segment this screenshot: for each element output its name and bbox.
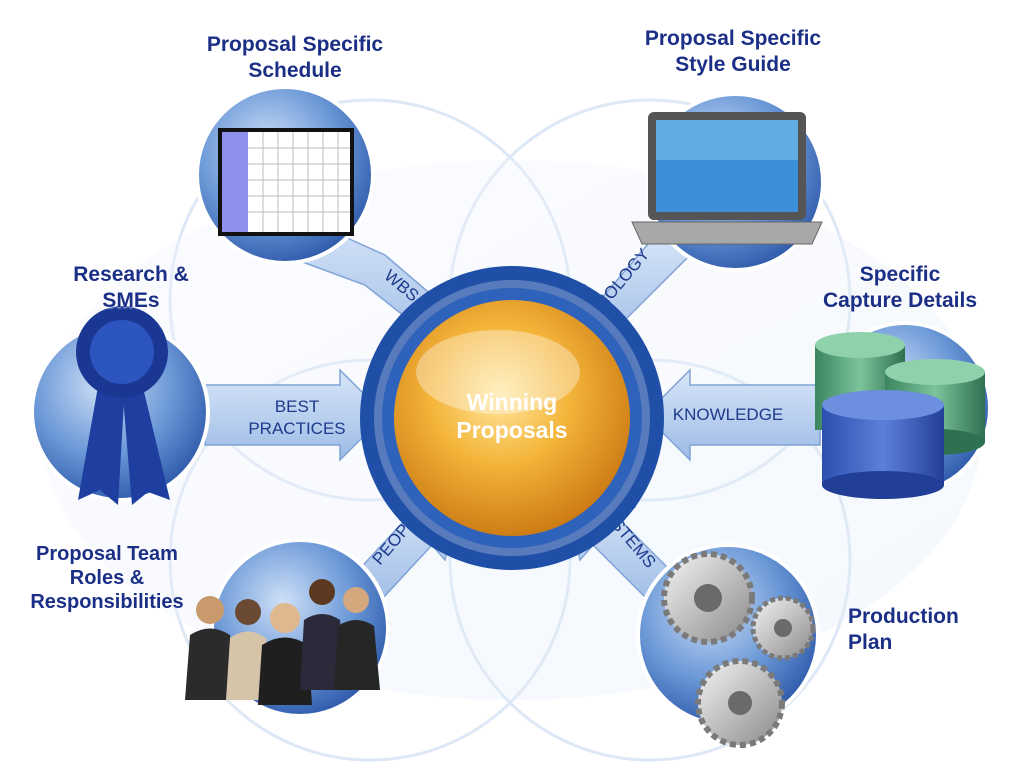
node-capture — [815, 321, 992, 499]
gears-icon — [661, 551, 816, 748]
label-production: Production Plan — [848, 604, 1008, 656]
center-orb — [394, 300, 630, 536]
center-hub — [360, 266, 664, 570]
team-photo-icon — [185, 579, 380, 705]
label-production-line1: Production — [848, 605, 959, 628]
label-production-line2: Plan — [848, 631, 893, 654]
label-style-line1: Proposal Specific — [644, 27, 822, 50]
laptop-icon — [631, 112, 823, 245]
label-capture-line1: Specific — [859, 263, 941, 286]
label-research-line2: SMEs — [102, 289, 160, 312]
center-title-line2: Proposals — [456, 417, 567, 443]
label-research: Research & SMEs — [48, 262, 214, 314]
node-production — [636, 543, 820, 748]
node-research — [30, 306, 210, 505]
best-practices-label-line1: BEST — [275, 397, 319, 416]
knowledge-arrow-label: KNOWLEDGE — [673, 405, 784, 424]
best-practices-label-line2: PRACTICES — [248, 419, 345, 438]
label-capture: Specific Capture Details — [800, 262, 1000, 314]
label-team: Proposal Team Roles & Responsibilities — [12, 542, 202, 614]
label-schedule-line1: Proposal Specific — [206, 33, 384, 56]
label-schedule-line2: Schedule — [248, 59, 342, 82]
label-capture-line2: Capture Details — [822, 289, 978, 312]
database-cylinders-icon — [815, 332, 985, 499]
label-research-line1: Research & — [73, 263, 189, 286]
label-team-line2: Roles & — [69, 567, 145, 589]
label-style-guide: Proposal Specific Style Guide — [615, 26, 851, 78]
ribbon-icon — [76, 306, 170, 505]
label-team-line3: Responsibilities — [30, 591, 184, 613]
label-schedule: Proposal Specific Schedule — [180, 32, 410, 84]
node-team — [185, 538, 390, 718]
center-title-line1: Winning — [467, 389, 557, 415]
calendar-icon — [218, 128, 354, 236]
node-schedule — [195, 85, 375, 265]
label-style-line2: Style Guide — [675, 53, 791, 76]
node-style-guide — [631, 92, 825, 272]
knowledge-arrow — [643, 368, 821, 462]
label-team-line1: Proposal Team — [36, 543, 178, 565]
